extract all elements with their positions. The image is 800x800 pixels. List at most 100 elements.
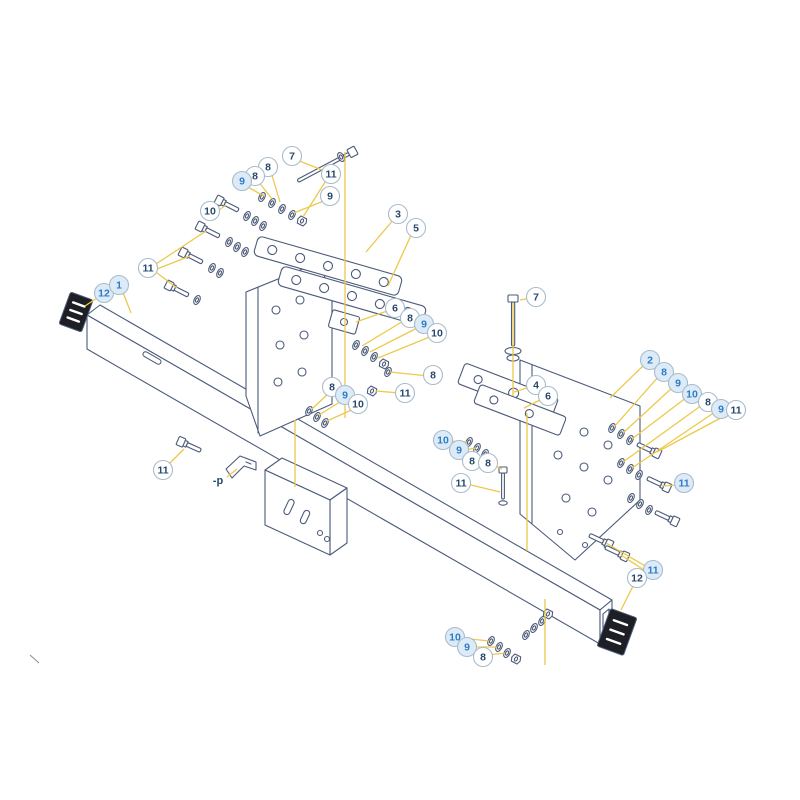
callout-number: 8 <box>661 367 667 379</box>
callout-balloon <box>673 472 695 494</box>
callout-number: 10 <box>352 399 364 411</box>
washer <box>498 500 508 506</box>
washer <box>214 266 226 280</box>
callout-number: 10 <box>686 389 698 401</box>
callout-number: 9 <box>464 642 470 654</box>
callout-11-4: 11 <box>320 163 342 185</box>
callout-11-40: 11 <box>673 472 695 494</box>
callout-10-35: 10 <box>432 429 454 451</box>
callout-number: 8 <box>252 171 258 183</box>
callout-balloon <box>681 383 703 405</box>
text-label-0: -p <box>213 475 224 487</box>
callout-number: 10 <box>449 632 461 644</box>
callout-number: 10 <box>437 435 449 447</box>
callout-number: 6 <box>392 303 398 315</box>
callout-2-26: 2 <box>639 349 661 371</box>
callout-number: 2 <box>647 355 653 367</box>
callout-number: 8 <box>480 652 486 664</box>
callout-number: 8 <box>430 370 436 382</box>
bolt <box>194 220 222 241</box>
washer <box>249 214 261 228</box>
callout-balloon <box>472 646 494 668</box>
callout-balloon <box>394 382 416 404</box>
washer <box>286 208 298 222</box>
callout-1-11: 1 <box>108 274 130 296</box>
callout-balloon <box>405 217 427 239</box>
callout-balloon <box>456 636 478 658</box>
long-bolt-left <box>296 145 359 183</box>
washer <box>643 503 655 517</box>
washer <box>359 344 371 358</box>
callout-balloon <box>537 385 559 407</box>
callout-number: 9 <box>239 176 245 188</box>
callout-number: 1 <box>116 280 122 292</box>
bolt <box>163 279 191 300</box>
bolt <box>645 473 673 494</box>
callout-balloon <box>642 559 664 581</box>
callout-balloon <box>653 361 675 383</box>
washer <box>231 240 243 254</box>
callout-9-5: 9 <box>319 185 341 207</box>
callout-balloon <box>231 170 253 192</box>
callout-11-39: 11 <box>450 472 472 494</box>
bolt <box>177 246 205 267</box>
washer <box>319 416 331 430</box>
callout-12-10: 12 <box>93 282 115 304</box>
callout-balloon <box>347 393 369 415</box>
callout-number: 11 <box>647 565 658 577</box>
callout-8-27: 8 <box>653 361 675 383</box>
hardware-bottom <box>485 607 555 666</box>
washer <box>528 621 540 635</box>
callout-balloon <box>108 274 130 296</box>
callout-9-36: 9 <box>448 439 470 461</box>
washer <box>276 202 288 216</box>
callout-number: 10 <box>204 206 216 218</box>
callout-balloon <box>422 364 444 386</box>
callout-number: 12 <box>631 573 643 585</box>
callout-12-42: 12 <box>626 567 648 589</box>
callout-number: 7 <box>289 151 295 163</box>
callout-number: 8 <box>265 162 271 174</box>
hardware-lower-left <box>175 435 203 456</box>
callout-number: 9 <box>718 404 724 416</box>
washer <box>520 628 532 642</box>
callout-balloon <box>281 145 303 167</box>
nut <box>295 214 309 228</box>
callout-balloon <box>450 472 472 494</box>
callout-number: 10 <box>431 328 443 340</box>
callout-balloon <box>152 459 174 481</box>
callout-number: 11 <box>157 465 168 477</box>
callout-7-25: 7 <box>525 286 547 308</box>
callout-number: 8 <box>705 397 711 409</box>
callout-number: 5 <box>413 223 419 235</box>
left-bracket-plate <box>245 261 333 437</box>
callout-9-23: 9 <box>456 636 478 658</box>
callout-number: 8 <box>329 382 335 394</box>
callout-balloon <box>320 163 342 185</box>
washer <box>266 196 278 210</box>
callout-balloon <box>477 452 499 474</box>
callout-number: 9 <box>342 390 348 402</box>
callout-balloon <box>626 567 648 589</box>
callout-5-8: 5 <box>405 217 427 239</box>
washer <box>191 293 203 307</box>
bolt <box>653 507 681 528</box>
callout-balloon <box>525 286 547 308</box>
callout-balloon <box>137 257 159 279</box>
callout-balloon <box>432 429 454 451</box>
callout-number: 9 <box>421 319 427 331</box>
callout-number: 8 <box>469 456 475 468</box>
callout-number: 11 <box>455 478 466 490</box>
bolt-shaft <box>501 472 505 500</box>
callout-balloon <box>199 200 221 222</box>
callout-6-12: 6 <box>384 297 406 319</box>
callout-11-21: 11 <box>152 459 174 481</box>
callout-10-29: 10 <box>681 383 703 405</box>
callout-balloon <box>725 399 747 421</box>
callout-number: 11 <box>399 388 410 400</box>
washer <box>257 219 269 233</box>
callout-balloon <box>639 349 661 371</box>
end-cap-left <box>58 291 94 333</box>
